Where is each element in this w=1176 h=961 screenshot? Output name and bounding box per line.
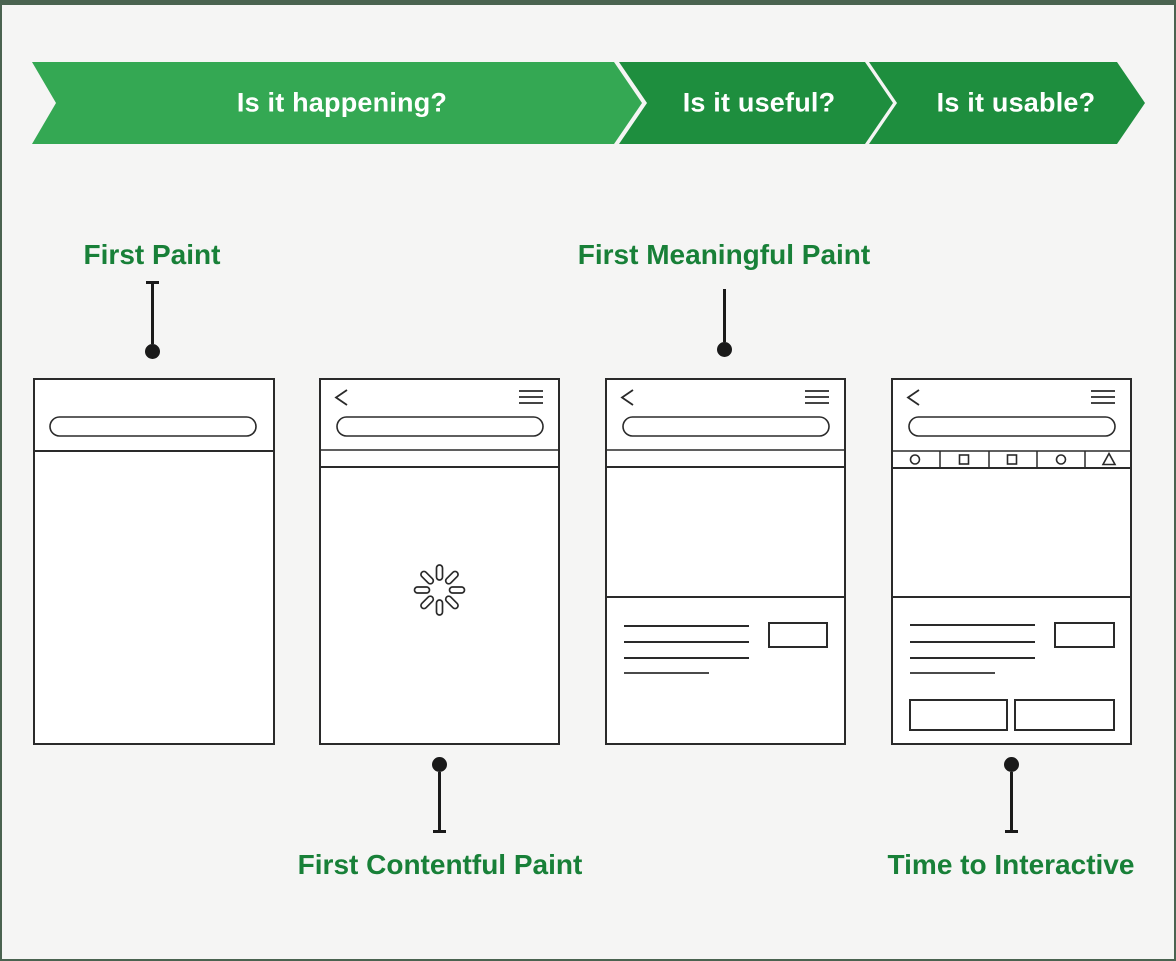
connector-line [722,289,726,342]
chevron-banner [32,62,1145,144]
menu-icon [1091,390,1115,404]
label-time-to-interactive: Time to Interactive [887,849,1135,880]
square-icon [958,454,970,465]
label-first-meaningful-paint: First Meaningful Paint [577,239,871,270]
circle-icon [1055,454,1067,465]
text-line-placeholders [910,624,1035,674]
address-bar [908,416,1116,437]
phone-time-to-interactive [891,378,1132,745]
tab-bar [892,450,1131,469]
connector-line [150,284,154,344]
address-bar [336,416,544,437]
connector-dot [716,342,732,357]
step-label-useful: Is it useful? [682,87,836,118]
back-icon [620,389,634,406]
step-chevron-happening [32,62,642,144]
address-bar [622,416,830,437]
step-label-happening: Is it happening? [236,87,448,118]
connector-cap [1004,830,1018,833]
phone-frame [33,378,275,745]
button-placeholder [1054,622,1115,648]
connector-cap [145,281,159,284]
triangle-icon [1101,451,1117,466]
connector-line [437,772,441,830]
phone-first-contentful-paint [319,378,560,745]
back-icon [906,389,920,406]
connector-dot [431,757,447,772]
spinner-icon [413,564,466,616]
connector-dot [144,344,160,359]
label-first-paint: First Paint [83,239,221,270]
square-icon [1006,454,1018,465]
connector-first-contentful-paint [431,757,447,833]
menu-icon [519,390,543,404]
back-icon [334,389,348,406]
circle-icon [909,454,921,465]
step-chevron-usable [869,62,1145,144]
button-placeholder [909,699,1008,731]
phone-frame [319,378,560,745]
label-first-contentful-paint: First Contentful Paint [297,849,583,880]
button-placeholder [768,622,828,648]
step-chevron-useful [619,62,893,144]
phone-frame [605,378,846,745]
connector-line [1009,772,1013,830]
phone-first-meaningful-paint [605,378,846,745]
phone-first-paint [33,378,275,745]
phone-frame [891,378,1132,745]
button-placeholder [1014,699,1115,731]
connector-time-to-interactive [1003,757,1019,833]
connector-dot [1003,757,1019,772]
connector-first-paint [144,281,160,359]
connector-cap [432,830,446,833]
step-label-usable: Is it usable? [936,87,1096,118]
menu-icon [805,390,829,404]
text-line-placeholders [624,625,749,674]
connector-first-meaningful-paint [716,289,732,357]
address-bar [49,416,257,437]
